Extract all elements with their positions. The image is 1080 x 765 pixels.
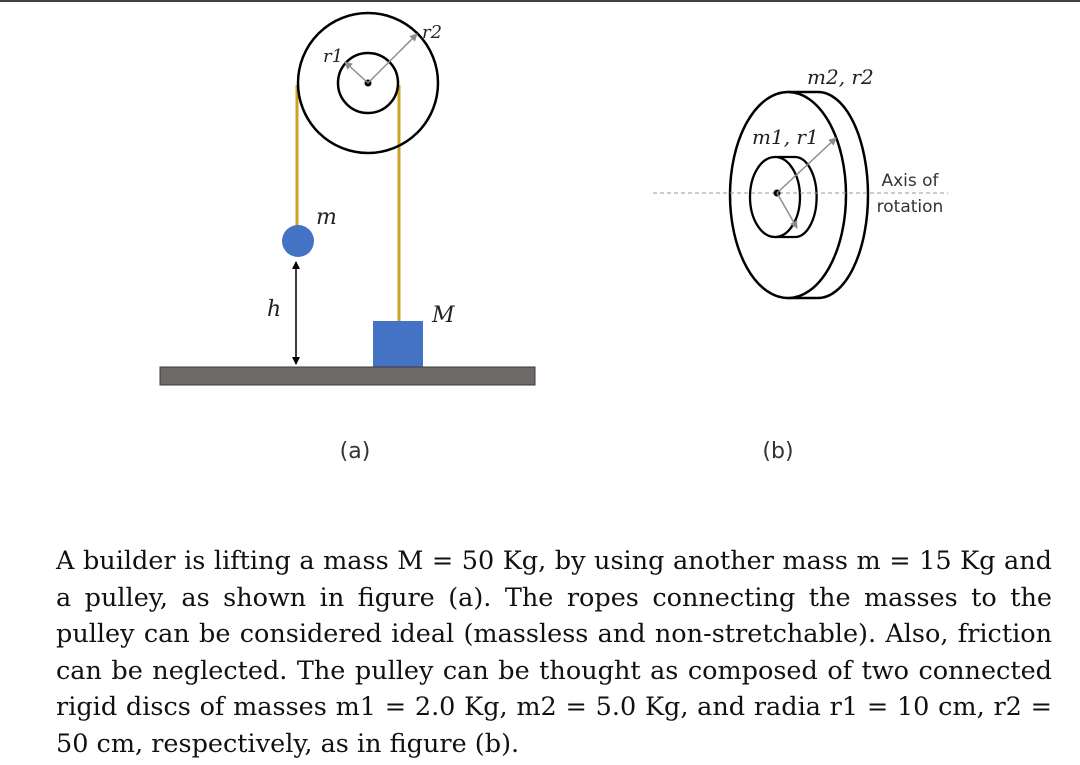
label-h: h <box>267 297 281 322</box>
problem-statement: A builder is lifting a mass M = 50 Kg, b… <box>56 546 1052 759</box>
radius-r1-arrow <box>344 61 369 84</box>
caption-b: (b) <box>762 439 793 464</box>
mass-m-ball <box>282 225 314 257</box>
radius-m2r2-arrow <box>776 137 837 194</box>
mass-M-block <box>373 321 423 367</box>
pulley-inner-disc <box>336 51 400 115</box>
label-m2-r2: m2, r2 <box>807 65 874 89</box>
figure-a: r1 r2 m h M (a) <box>159 11 536 464</box>
label-M: M <box>431 303 455 328</box>
ground-plank <box>159 366 536 386</box>
caption-a: (a) <box>340 439 371 464</box>
label-axis-line2: rotation <box>877 197 944 217</box>
label-m1-r1: m1, r1 <box>752 125 819 149</box>
radius-m1r1-arrow <box>776 192 798 229</box>
label-m: m <box>316 205 337 230</box>
label-r1: r1 <box>323 46 343 67</box>
inner-disc-face <box>748 155 802 239</box>
radius-r2-arrow <box>367 33 418 84</box>
pulley-outer-disc <box>296 11 440 155</box>
label-r2: r2 <box>422 22 442 43</box>
figure-b: m2, r2 m1, r1 Axis of rotation (b) <box>653 65 948 464</box>
label-axis-line1: Axis of <box>881 171 939 191</box>
